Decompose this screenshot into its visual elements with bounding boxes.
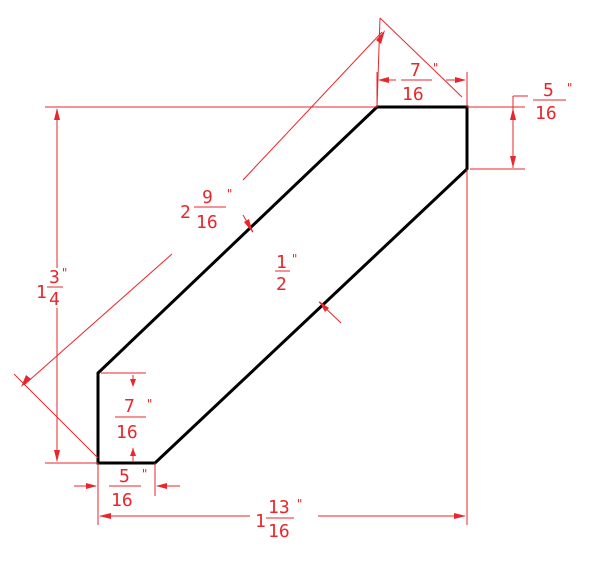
dimension-thickness: 1 2 " (275, 252, 342, 324)
dim-denominator: 4 (49, 289, 60, 310)
extension-line (376, 17, 381, 108)
arrowhead (130, 448, 136, 456)
dimension-overall-height: 1 3 4 " (36, 106, 377, 464)
dimension-left-chamfer-height: 7 16 " (101, 372, 153, 461)
dim-denominator: 16 (268, 521, 290, 542)
arrowhead (510, 108, 516, 120)
arrowhead (156, 483, 167, 489)
dim-denominator: 16 (402, 84, 424, 105)
arrowhead (54, 450, 60, 462)
dimension-right-chamfer: 5 16 " (467, 80, 573, 170)
dim-numerator: 1 (276, 252, 287, 273)
arrowhead (376, 30, 385, 44)
dim-numerator: 7 (124, 396, 135, 417)
dimension-top-chamfer: 7 16 " (376, 60, 468, 107)
dimension-line-diagonal-upper (242, 31, 383, 181)
dim-whole: 1 (255, 511, 266, 532)
extension-line (13, 373, 99, 459)
arrowhead (21, 375, 31, 387)
dim-numerator: 7 (410, 60, 421, 81)
extension-line (379, 17, 463, 98)
dim-unit: " (146, 397, 153, 411)
dim-numerator: 5 (119, 466, 130, 487)
arrowhead (378, 77, 389, 83)
dim-denominator: 16 (196, 212, 218, 233)
arrowhead (510, 156, 516, 168)
arrowhead (244, 219, 253, 233)
dim-numerator: 9 (202, 187, 213, 208)
dimension-bottom-chamfer: 5 16 " (74, 463, 180, 511)
dim-unit: " (566, 81, 573, 95)
dimension-line-diagonal-lower (23, 253, 173, 386)
dim-whole: 2 (180, 202, 191, 223)
dimension-overall-width: 1 13 16 " (97, 169, 468, 542)
dim-numerator: 3 (49, 267, 60, 288)
dim-unit: " (226, 187, 233, 201)
dim-denominator: 16 (111, 490, 133, 511)
arrowhead (130, 379, 136, 387)
dim-unit: " (291, 252, 298, 266)
arrowhead (86, 483, 97, 489)
dim-numerator: 5 (543, 80, 554, 101)
dim-denominator: 16 (116, 422, 138, 443)
arrowhead (319, 301, 329, 312)
dim-denominator: 2 (276, 274, 287, 295)
dim-unit: " (296, 497, 303, 511)
dim-denominator: 16 (535, 103, 557, 124)
arrowhead (455, 77, 466, 83)
arrowhead (454, 513, 466, 519)
dim-unit: " (61, 266, 68, 280)
arrowhead (54, 108, 60, 120)
dim-unit: " (141, 467, 148, 481)
dimension-diagonal-length: 2 9 16 " (13, 17, 463, 459)
dim-numerator: 13 (268, 497, 290, 518)
arrowhead (99, 513, 111, 519)
dim-whole: 1 (36, 282, 47, 303)
dim-unit: " (432, 61, 439, 75)
